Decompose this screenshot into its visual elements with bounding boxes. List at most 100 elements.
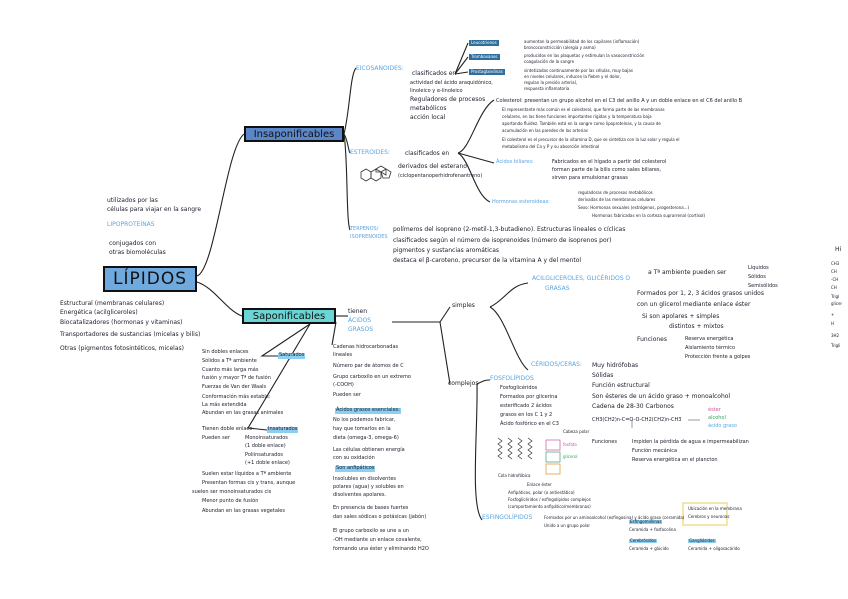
root-function-3: Biocatalizadores (hormonas y vitaminas) (60, 319, 183, 326)
hormonas-text-3: Sexo: Hormonas sexuales (estrógenos, pro… (578, 205, 690, 210)
acil-line-3: Sólidos (748, 274, 766, 280)
satur-line-3: Cuanto más larga más (202, 367, 259, 373)
fosfo-enlace-label: Enlace éster (527, 482, 552, 487)
acidos-line-12: con su oxidación (333, 455, 375, 461)
insatur-line-1: Tienen doble enlace (202, 426, 253, 432)
acidos-line-15: polares (agua) y solubles en (333, 484, 404, 490)
acidos-biliares-text-3: sirven para emulsionar grasas (552, 175, 628, 181)
saponificables-node: Saponificables (242, 308, 336, 324)
acidos-line-18: dan sales sódicas o potásicas (jabón) (333, 514, 427, 520)
acil-line-9: Funciones (637, 336, 667, 343)
edge-fragment-1: Hi (835, 246, 842, 253)
complejos-label: complejos (448, 380, 479, 387)
hormonas-tag: Hormonas esteroideas: (492, 199, 550, 205)
connector-root-insap (196, 133, 245, 277)
connector-comp-fosfo (476, 379, 491, 385)
insatur-line-6: (+1 doble enlace) (245, 460, 290, 466)
acidos-line-5: (-COOH) (333, 382, 354, 388)
ceri-line-2: Sólidas (592, 372, 614, 379)
steroid-ring-drawing (360, 165, 392, 182)
edge-fragment-9: H (831, 321, 835, 326)
esfin-line-10: Cerebros y neuronas (688, 514, 730, 519)
tienen-line-3: GRASOS (348, 326, 374, 333)
ceri-func-2: Función mecánica (632, 448, 678, 454)
terpenos-line-3: pigmentos y sustancias aromáticas (393, 247, 500, 254)
connector-sap-insatur (247, 323, 311, 431)
colesterol-line-5: acumulación en las paredes de las arteri… (502, 128, 588, 133)
este-line-1: clasificados en (405, 150, 450, 157)
satur-line-5: Fuerzas de Van der Waals (202, 384, 267, 390)
connector-insap-terp (343, 133, 351, 231)
edge-fragment-10: 3H2 (831, 333, 840, 338)
satur-line-4: fusión y mayor Tª de fusión (202, 375, 271, 381)
connector-root-sap (196, 281, 243, 317)
saturados-label: Saturados (278, 352, 306, 359)
esfin-line-4: Ceramida + fosfocolina (629, 527, 676, 532)
acidos-line-7: Ácidos grasos esenciales: (335, 407, 401, 414)
eico-line-4: Reguladores de procesos (410, 96, 486, 103)
fosfolipidos-label: FOSFOLÍPIDOS (490, 375, 534, 382)
satur-line-7: La más extendida (202, 402, 247, 408)
ceri-line-5: Cadena de 28-30 Carbonos (592, 403, 674, 410)
insaponificables-node: Insaponificables (244, 126, 344, 142)
acidos-line-2: lineales (333, 352, 353, 358)
edge-fragment-11: Trigli (831, 343, 841, 348)
insatur-line-3: Monoinsaturados (245, 435, 288, 441)
terpenos-label-1: TERPENOS/ (350, 226, 379, 232)
insatur-line-10: Menor punto de fusión (202, 498, 259, 504)
esfin-line-9: Ubicación en la membrana (688, 506, 742, 511)
connector-eico-prosta (454, 71, 469, 75)
simples-label: simples (452, 302, 475, 309)
acil-line-2: Líquidos (748, 265, 769, 271)
hormonas-text-2: derivadas de las membranas celulares (578, 197, 656, 202)
acil-line-4: Semisólidos (748, 283, 778, 289)
leucotrienos-tag: Leucotrienos (469, 40, 499, 46)
ceri-formula: CH3(CH2)n-C=O-O-CH2(CH2)n-CH3 (592, 417, 682, 423)
edge-fragment-6: Trigl (831, 294, 840, 299)
fosfo-glicerol-label: glicerol (563, 454, 578, 459)
prostaglandinas-text-1: sintetizadas continuamente por las célul… (524, 68, 633, 73)
conjugados-line-2: otras biomoléculas (109, 249, 166, 256)
eico-line-2: actividad del ácido araquidónico, (410, 80, 493, 86)
root-intro-line-1: utilizados por las (107, 197, 158, 204)
esfin-line-5: Cerebrósidos (629, 538, 658, 544)
acidos-line-17: En presencia de bases fuertes (333, 505, 409, 511)
acil-line-5: Formados por 1, 2, 3 ácidos grasos unido… (637, 290, 764, 297)
lipoproteinas-label: LIPOPROTEÍNAS (107, 221, 155, 228)
acilgliceroles-label-1: ACILGLICEROLES, GLICÉRIDOS O (532, 275, 631, 282)
eico-line-3: linoleico y α-linoleico (410, 88, 463, 94)
fosfo-line-2: Formados por glicerina (500, 394, 558, 400)
ceri-funciones: Funciones (592, 439, 617, 445)
terpenos-line-1: polímeros del isopreno (2-metil-1,3-buta… (393, 226, 626, 233)
esfingolipidos-label: ESFINGOLÍPIDOS (482, 514, 533, 521)
acidos-line-16: disolventes apolares. (333, 492, 387, 498)
eico-line-6: acción local (410, 114, 446, 121)
acil-line-12: Protección frente a golpes (685, 354, 751, 360)
acidos-line-20: -OH mediante un enlace covalente, (333, 537, 422, 543)
acidos-line-4: Grupo carboxilo en un extremo (333, 374, 411, 380)
satur-line-1: Sin dobles enlaces (202, 349, 249, 355)
insatur-line-11: Abundan en las grasas vegetales (202, 508, 285, 514)
insatur-line-4: (1 doble enlace) (245, 443, 286, 449)
fosfo-line-5: Ácido fosfórico en el C3 (500, 421, 559, 427)
acidos-line-21: formando una éster y eliminando H2O (333, 546, 429, 552)
edge-fragment-5: CH (831, 285, 837, 290)
insatur-line-5: Poliinsaturados (245, 452, 283, 458)
edge-fragment-8: + (831, 312, 835, 317)
acidos-line-8: No los podemos fabricar, (333, 417, 396, 423)
colesterol-line-3: celulares, en las tiene funciones import… (502, 114, 652, 119)
acil-line-11: Aislamiento térmico (685, 345, 736, 351)
ceri-line-3: Función estructural (592, 382, 650, 389)
prostaglandinas-tag: Prostaglandinas (469, 69, 505, 75)
eico-line-5: metabólicos (410, 105, 447, 112)
acidos-line-1: Cadenas hidrocarbonadas (333, 344, 399, 350)
connector-comp-esfin (474, 383, 483, 521)
acidos-line-10: dieta (omega-3, omega-6) (333, 435, 399, 441)
acidos-biliares-text-1: Fabricados en el hígado a partir del col… (552, 159, 667, 165)
esfin-line-6: Ceramida + glúcido (629, 546, 669, 551)
acidos-line-9: hay que tomarlos en la (333, 426, 391, 432)
insaturados-label: Insaturados (267, 426, 299, 433)
eico-line-1: clasificados en (412, 70, 457, 77)
acidos-line-3: Número par de átomos de C (333, 363, 404, 369)
conjugados-line-1: conjugados con (109, 240, 157, 247)
